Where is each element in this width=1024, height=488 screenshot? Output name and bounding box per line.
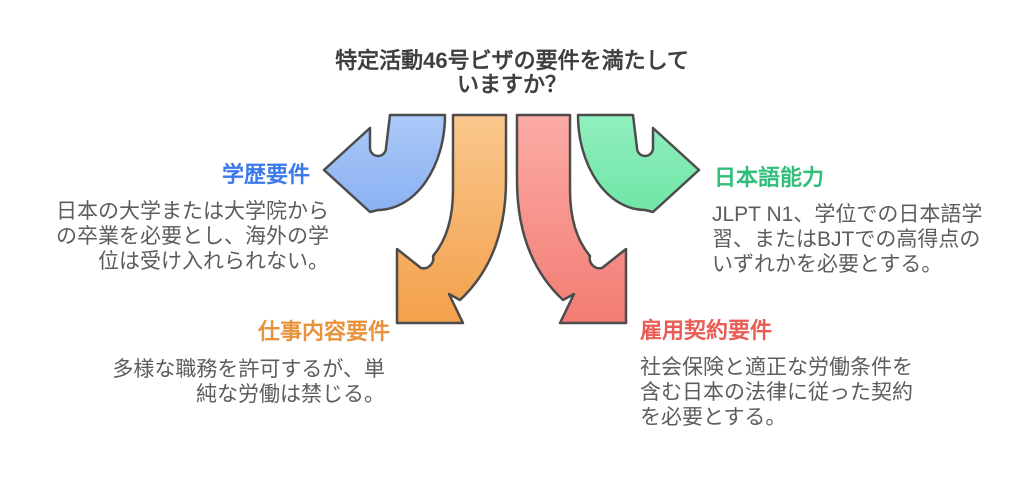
contract-arrow-icon	[515, 113, 628, 325]
japanese-label: 日本語能力	[714, 165, 825, 190]
education-label: 学歴要件	[221, 162, 310, 187]
education-arrow-icon	[322, 113, 447, 214]
job-text: 多様な職務を許可するが、単 純な労働は禁じる。	[112, 358, 385, 406]
japanese-text: JLPT N1、学位での日本語学 習、またはBJTでの高得点の いずれかを必要と…	[712, 203, 983, 276]
japanese-arrow-icon	[576, 113, 701, 214]
job-arrow-icon	[395, 113, 508, 325]
diagram-title: 特定活動46号ビザの要件を満たして いますか？	[335, 48, 689, 97]
contract-label: 雇用契約要件	[640, 318, 773, 343]
contract-text: 社会保険と適正な労働条件を 含む日本の法律に従った契約 を必要とする。	[640, 356, 913, 429]
education-text: 日本の大学または大学院から の卒業を必要とし、海外の学 位は受け入れられない。	[56, 200, 329, 273]
job-label: 仕事内容要件	[257, 319, 390, 344]
